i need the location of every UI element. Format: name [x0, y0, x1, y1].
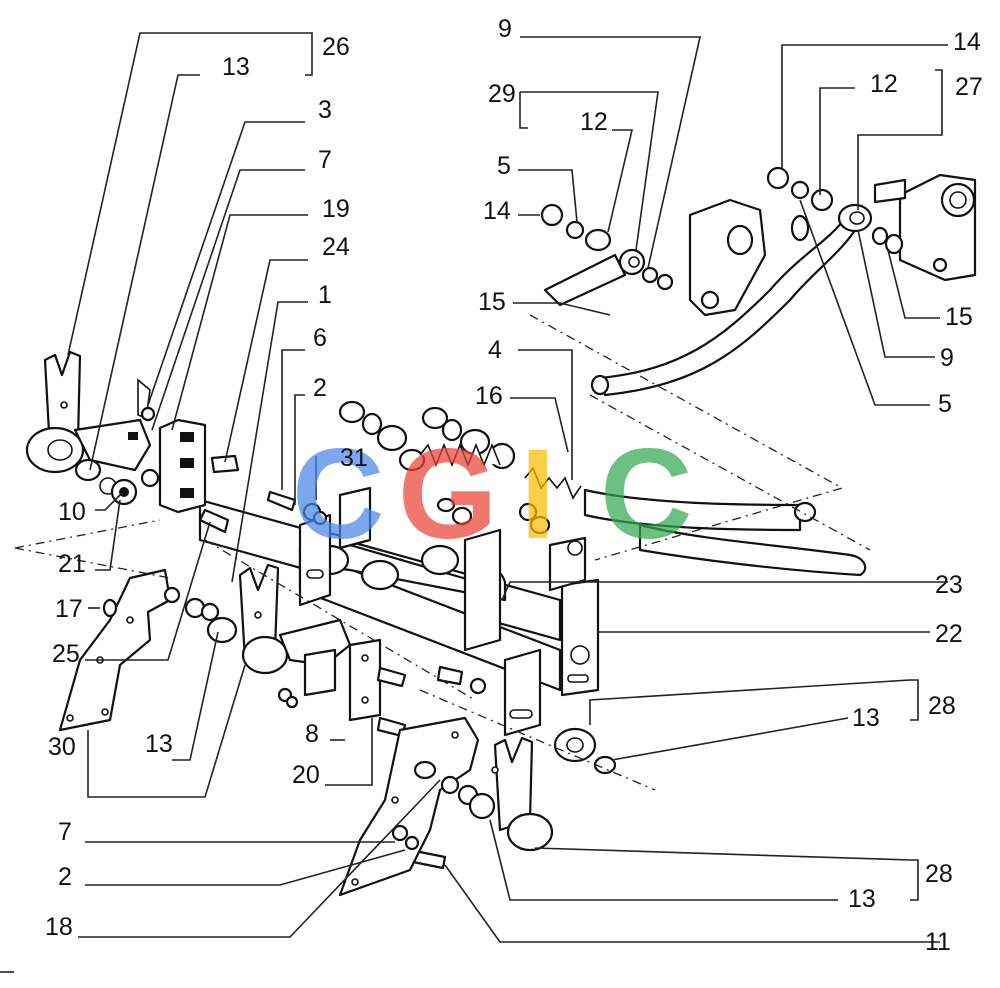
callout-5b: 5 — [938, 390, 952, 418]
callout-13c: 13 — [852, 704, 880, 732]
clamp-block — [137, 378, 207, 514]
callout-6: 6 — [313, 324, 327, 352]
callout-19: 19 — [322, 195, 350, 223]
callout-9: 9 — [498, 15, 512, 43]
watermark-letter-4: C — [600, 423, 692, 566]
watermark-letter-1: C — [292, 423, 384, 566]
left-lower-plate — [58, 568, 238, 732]
callout-30: 30 — [48, 733, 76, 761]
center-bushings — [338, 400, 551, 535]
callout-2b: 2 — [58, 863, 72, 891]
callout-14: 14 — [483, 197, 511, 225]
lower-right-bracket — [338, 716, 617, 897]
leader-lines — [0, 32, 948, 973]
watermark-letter-3: I — [520, 423, 556, 566]
callout-11: 11 — [925, 928, 951, 956]
callout-29: 29 — [488, 80, 516, 108]
callout-3: 3 — [318, 96, 332, 124]
callout-7b: 7 — [58, 818, 72, 846]
callout-12b: 12 — [870, 70, 898, 98]
long-lever-arm — [583, 488, 867, 577]
callout-1: 1 — [318, 281, 332, 309]
center-fork-bracket — [238, 563, 352, 709]
callout-17: 17 — [55, 595, 83, 623]
vertical-plates — [298, 486, 600, 737]
spring — [419, 442, 582, 500]
callout-16: 16 — [475, 382, 503, 410]
parts-drawing — [14, 166, 977, 897]
callout-9b: 9 — [940, 344, 954, 372]
upper-bushings — [540, 166, 904, 307]
callout-labels: 26 13 3 7 19 24 1 6 2 31 10 21 17 25 30 … — [45, 15, 983, 956]
callout-13d: 13 — [848, 885, 876, 913]
watermark-letter-2: G — [398, 423, 498, 566]
upper-right-lever — [590, 173, 977, 397]
callout-8: 8 — [305, 720, 319, 748]
callout-20: 20 — [292, 761, 320, 789]
callout-5: 5 — [497, 152, 511, 180]
callout-7: 7 — [318, 146, 332, 174]
callout-10: 10 — [58, 498, 86, 526]
callout-4: 4 — [488, 336, 502, 364]
callout-15b: 15 — [945, 303, 973, 331]
left-fork-bracket — [25, 350, 160, 506]
callout-21: 21 — [58, 550, 86, 578]
callout-31: 31 — [340, 444, 368, 472]
callout-27: 27 — [955, 73, 983, 101]
alignment-lines — [14, 314, 871, 791]
callout-14b: 14 — [953, 28, 981, 56]
callout-15: 15 — [478, 288, 506, 316]
callout-23: 23 — [935, 571, 963, 599]
callout-13: 13 — [222, 53, 250, 81]
callout-2: 2 — [313, 374, 327, 402]
callout-25: 25 — [52, 640, 80, 668]
callout-18: 18 — [45, 913, 73, 941]
callout-24: 24 — [322, 233, 350, 261]
callout-28b: 28 — [925, 860, 953, 888]
callout-12: 12 — [580, 108, 608, 136]
callout-13b: 13 — [145, 730, 173, 758]
callout-22: 22 — [935, 620, 963, 648]
callout-28: 28 — [928, 692, 956, 720]
watermark: C G I C — [292, 423, 692, 566]
callout-26: 26 — [322, 33, 350, 61]
